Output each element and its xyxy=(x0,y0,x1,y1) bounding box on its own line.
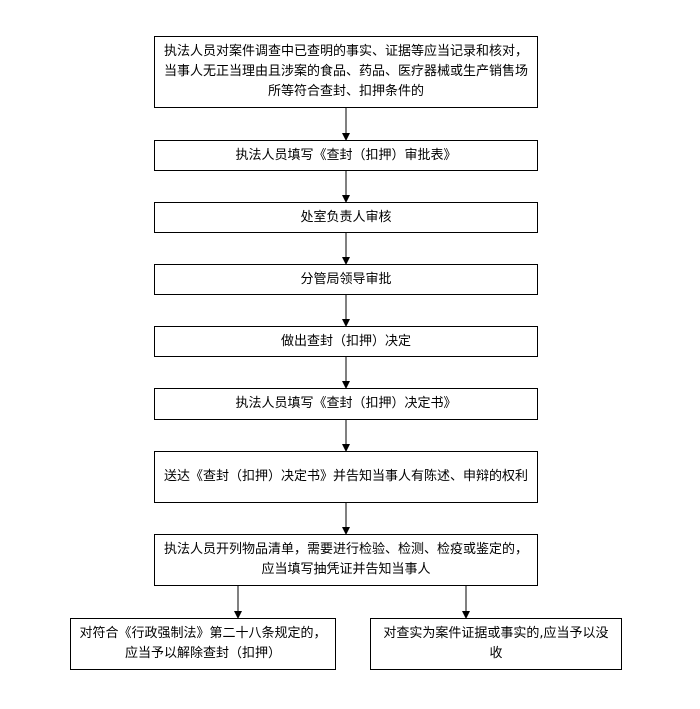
step-1-box: 执法人员对案件调查中已查明的事实、证据等应当记录和核对，当事人无正当理由且涉案的… xyxy=(154,36,538,108)
step-8-text: 执法人员开列物品清单，需要进行检验、检测、检疫或鉴定的，应当填写抽凭证并告知当事… xyxy=(163,542,528,577)
step-6-text: 执法人员填写《查封（扣押）决定书》 xyxy=(235,396,457,411)
step-3-box: 处室负责人审核 xyxy=(154,202,538,233)
outcome-left-box: 对符合《行政强制法》第二十八条规定的，应当予以解除查封（扣押） xyxy=(70,618,336,670)
step-6-box: 执法人员填写《查封（扣押）决定书》 xyxy=(154,388,538,420)
outcome-left-text: 对符合《行政强制法》第二十八条规定的，应当予以解除查封（扣押） xyxy=(79,626,327,661)
step-7-box: 送达《查封（扣押）决定书》并告知当事人有陈述、申辩的权利 xyxy=(154,451,538,503)
step-1-text: 执法人员对案件调查中已查明的事实、证据等应当记录和核对，当事人无正当理由且涉案的… xyxy=(163,44,528,99)
step-2-text: 执法人员填写《查封（扣押）审批表》 xyxy=(235,147,457,163)
step-7-text: 送达《查封（扣押）决定书》并告知当事人有陈述、申辩的权利 xyxy=(163,469,528,484)
outcome-right-text: 对查实为案件证据或事实的,应当予以没收 xyxy=(383,626,609,661)
step-8-box: 执法人员开列物品清单，需要进行检验、检测、检疫或鉴定的，应当填写抽凭证并告知当事… xyxy=(154,534,538,586)
step-3-text: 处室负责人审核 xyxy=(300,209,392,225)
outcome-right-box: 对查实为案件证据或事实的,应当予以没收 xyxy=(370,618,622,670)
step-5-box: 做出查封（扣押）决定 xyxy=(154,326,538,357)
step-4-text: 分管局领导审批 xyxy=(300,271,392,287)
step-5-text: 做出查封（扣押）决定 xyxy=(280,333,411,349)
step-4-box: 分管局领导审批 xyxy=(154,264,538,295)
step-2-box: 执法人员填写《查封（扣押）审批表》 xyxy=(154,140,538,171)
